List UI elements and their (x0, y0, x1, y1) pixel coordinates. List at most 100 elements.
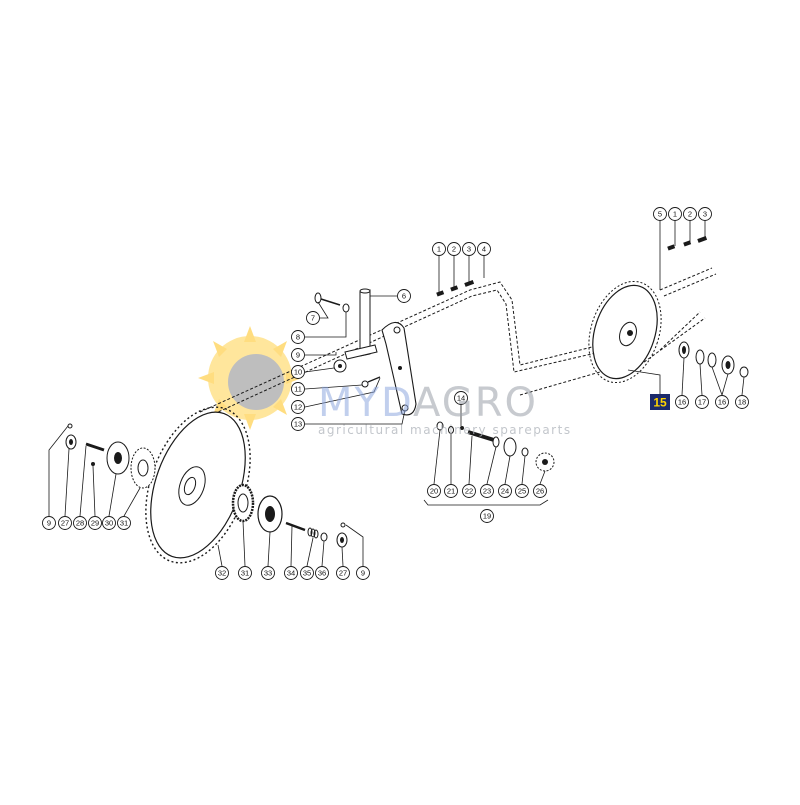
callout-14: 14 (454, 391, 468, 405)
callout-26: 26 (533, 484, 547, 498)
svg-text:19: 19 (483, 512, 491, 521)
svg-text:6: 6 (402, 292, 406, 301)
callout-35: 35 (300, 566, 314, 580)
callout-6: 6 (397, 289, 411, 303)
callout-5: 5 (653, 207, 667, 221)
callout-19: 19 (480, 509, 494, 523)
large-sprocket-32 (145, 406, 251, 564)
chain-guide (199, 267, 717, 419)
callout-13: 13 (291, 417, 305, 431)
callout-2: 2 (683, 207, 697, 221)
callout-24: 24 (498, 484, 512, 498)
chain-links-top-mid (436, 280, 475, 297)
callout-4: 4 (477, 242, 491, 256)
roller-10 (333, 359, 347, 373)
svg-text:1: 1 (673, 210, 677, 219)
callout-18: 18 (735, 395, 749, 409)
watermark-logo-part2: AGRO (413, 380, 538, 426)
callout-29: 29 (88, 516, 102, 530)
callout-9: 9 (291, 348, 305, 362)
svg-text:22: 22 (465, 487, 473, 496)
svg-text:28: 28 (76, 519, 84, 528)
svg-text:33: 33 (264, 569, 272, 578)
svg-text:32: 32 (218, 569, 226, 578)
callout-8: 8 (291, 330, 305, 344)
bar-6 (344, 288, 378, 360)
svg-text:16: 16 (718, 398, 726, 407)
svg-text:8: 8 (296, 333, 300, 342)
callout-34: 34 (284, 566, 298, 580)
svg-text:17: 17 (698, 398, 706, 407)
svg-text:5: 5 (658, 210, 662, 219)
svg-text:36: 36 (318, 569, 326, 578)
bushing-27-left (65, 434, 77, 450)
svg-text:15: 15 (653, 396, 667, 410)
callout-27: 27 (336, 566, 350, 580)
bolt-7 (314, 292, 341, 306)
callout-16: 16 (715, 395, 729, 409)
callout-17: 17 (695, 395, 709, 409)
svg-text:31: 31 (241, 569, 249, 578)
callout-20: 20 (427, 484, 441, 498)
callout-25: 25 (515, 484, 529, 498)
right-sprocket (588, 280, 662, 384)
bearing-31 (231, 483, 255, 523)
svg-text:11: 11 (294, 385, 302, 394)
spring-35 (307, 527, 319, 539)
svg-text:9: 9 (296, 351, 300, 360)
screw-9-left (67, 423, 73, 429)
small-sprocket-31 (130, 447, 156, 489)
callout-21: 21 (444, 484, 458, 498)
svg-text:7: 7 (311, 314, 315, 323)
svg-text:18: 18 (738, 398, 746, 407)
flange-33 (257, 495, 283, 533)
callout-31: 31 (238, 566, 252, 580)
svg-text:27: 27 (339, 569, 347, 578)
svg-text:3: 3 (467, 245, 471, 254)
svg-text:13: 13 (294, 420, 302, 429)
callout-2: 2 (447, 242, 461, 256)
watermark-logo-part1: MYD (318, 380, 414, 426)
svg-text:2: 2 (452, 245, 456, 254)
svg-text:27: 27 (61, 519, 69, 528)
nut-11 (361, 376, 381, 388)
svg-text:21: 21 (447, 487, 455, 496)
svg-text:25: 25 (518, 487, 526, 496)
watermark-logo: MYDAGRO (318, 380, 538, 426)
callout-1: 1 (668, 207, 682, 221)
callout-12: 12 (291, 400, 305, 414)
callout-30: 30 (102, 516, 116, 530)
callout-7: 7 (306, 311, 320, 325)
svg-text:30: 30 (105, 519, 113, 528)
callout-27: 27 (58, 516, 72, 530)
callout-15-highlighted: 15 (650, 394, 670, 410)
svg-text:34: 34 (287, 569, 295, 578)
callout-16: 16 (675, 395, 689, 409)
clip-18 (739, 366, 749, 378)
svg-text:3: 3 (703, 210, 707, 219)
washer-17 (695, 349, 705, 365)
svg-text:24: 24 (501, 487, 509, 496)
bolt-34 (285, 521, 306, 532)
svg-text:10: 10 (294, 368, 302, 377)
leader-lines (48, 221, 745, 567)
callout-31: 31 (117, 516, 131, 530)
svg-text:9: 9 (361, 569, 365, 578)
callout-3: 3 (462, 242, 476, 256)
svg-text:26: 26 (536, 487, 544, 496)
callout-1: 1 (432, 242, 446, 256)
svg-text:14: 14 (457, 394, 465, 403)
svg-text:4: 4 (482, 245, 486, 254)
callout-10: 10 (291, 365, 305, 379)
callout-22: 22 (462, 484, 476, 498)
callout-11: 11 (291, 382, 305, 396)
callout-9: 9 (42, 516, 56, 530)
svg-text:9: 9 (47, 519, 51, 528)
callout-3: 3 (698, 207, 712, 221)
svg-text:23: 23 (483, 487, 491, 496)
ring-16 (707, 352, 717, 368)
callout-9: 9 (356, 566, 370, 580)
